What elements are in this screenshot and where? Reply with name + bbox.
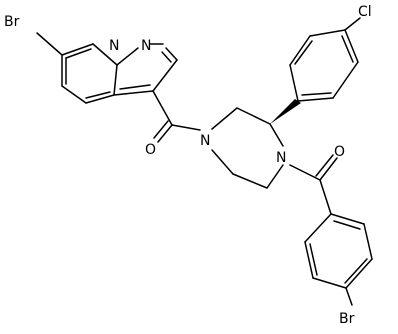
nitrogen-bridge-label: N <box>109 38 119 54</box>
oxygen-left-label: O <box>145 142 156 158</box>
carbonyl-right <box>289 154 338 215</box>
chlorine-label: Cl <box>358 4 372 20</box>
nitrogen-pyrazole-label: N <box>141 38 151 54</box>
stereo-wedge <box>270 99 301 124</box>
bromine-top-label: Br <box>4 14 20 30</box>
bromophenyl-ring <box>304 213 373 306</box>
oxygen-right-label: O <box>334 144 345 160</box>
piperazine-ring <box>211 107 284 189</box>
chlorophenyl-ring <box>289 17 361 102</box>
nitrogen-piperazine-right-label: N <box>276 150 286 166</box>
pyridine-ring <box>36 32 118 104</box>
carbonyl-left <box>152 90 201 143</box>
pyrazole-ring <box>113 43 178 96</box>
bromine-bottom-label: Br <box>339 311 355 327</box>
nitrogen-piperazine-left-label: N <box>200 133 210 149</box>
